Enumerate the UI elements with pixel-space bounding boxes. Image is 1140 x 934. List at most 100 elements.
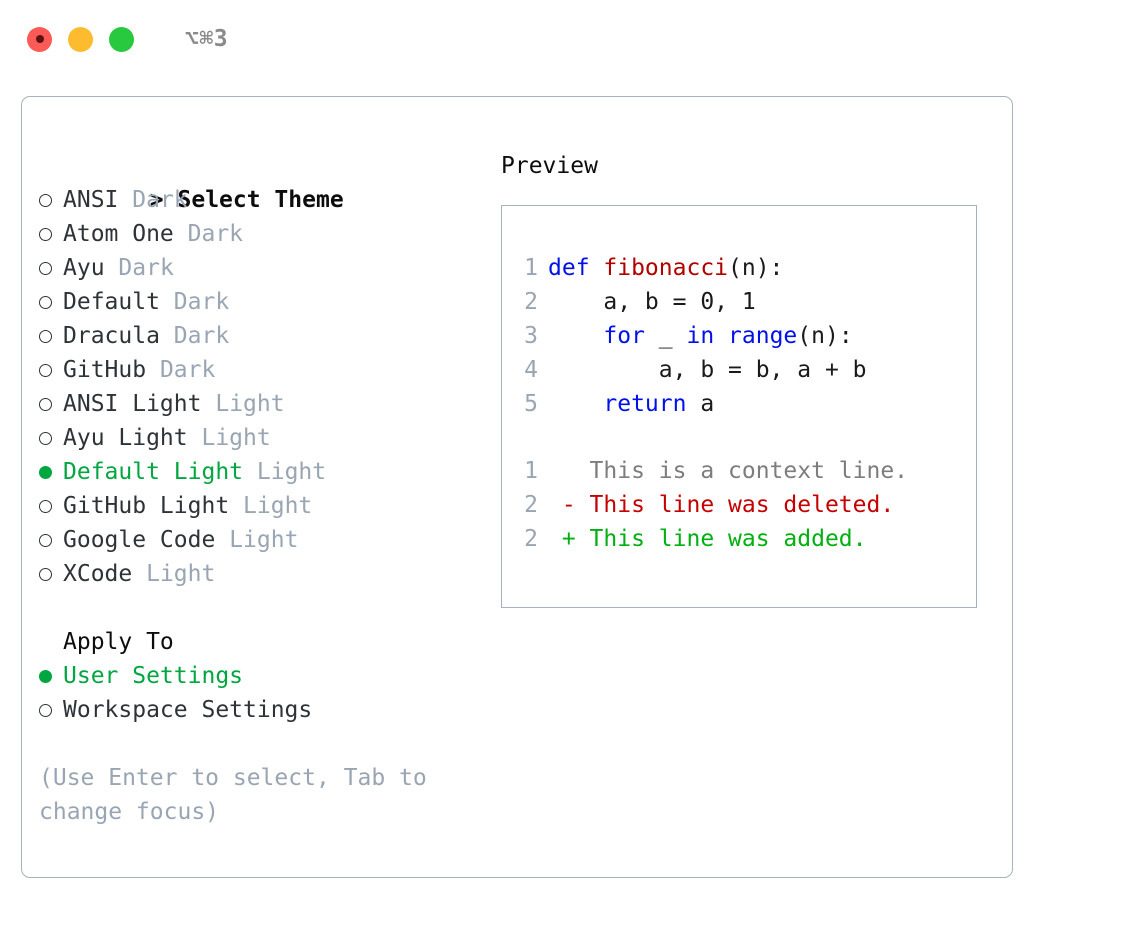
- code-token: a, b = 0, 1: [548, 289, 756, 315]
- diff-sample: 1 This is a context line.2 - This line w…: [514, 454, 970, 556]
- code-token: [548, 323, 603, 349]
- keyboard-shortcut-label: ⌥⌘3: [185, 26, 229, 52]
- line-number: 4: [524, 357, 538, 383]
- code-token: def: [548, 255, 604, 281]
- keyboard-hint-text: (Use Enter to select, Tab to change focu…: [39, 765, 427, 825]
- theme-option-label: XCode: [63, 561, 133, 587]
- line-number: 2: [524, 289, 538, 315]
- code-token: (n):: [797, 323, 853, 349]
- theme-variant-badge: Light: [243, 493, 313, 519]
- diff-line-text: - This line was deleted.: [548, 492, 895, 518]
- code-token: return: [603, 391, 687, 417]
- line-number: 2: [524, 492, 538, 518]
- radio-unselected-icon: [39, 567, 52, 581]
- line-number: 3: [524, 323, 538, 349]
- theme-variant-badge: Light: [201, 425, 271, 451]
- line-number: 2: [524, 526, 538, 552]
- preview-title: Preview: [501, 153, 598, 179]
- theme-option-xcode[interactable]: XCode Light: [39, 557, 469, 591]
- diff-line-text: + This line was added.: [548, 526, 867, 552]
- radio-unselected-icon: [39, 295, 52, 309]
- theme-option-label: GitHub: [63, 357, 147, 383]
- theme-option-github-light[interactable]: GitHub Light Light: [39, 489, 469, 523]
- theme-option-label: ANSI: [63, 187, 119, 213]
- code-token: (n):: [728, 255, 784, 281]
- apply-option-label: User Settings: [63, 663, 244, 689]
- apply-option-user-settings[interactable]: User Settings: [39, 659, 469, 693]
- apply-option-label: Workspace Settings: [63, 697, 313, 723]
- close-button[interactable]: [27, 26, 52, 52]
- theme-option-dracula[interactable]: Dracula Dark: [39, 319, 469, 353]
- apply-to-title: Apply To: [63, 629, 174, 655]
- radio-unselected-icon: [39, 397, 52, 411]
- code-token: _: [644, 323, 687, 349]
- select-theme-header: > Select Theme: [39, 149, 469, 213]
- theme-variant-badge: Dark: [159, 357, 216, 383]
- code-line: 3 for _ in range(n):: [514, 319, 970, 353]
- code-token: a: [686, 391, 715, 417]
- theme-variant-badge: Dark: [118, 255, 174, 281]
- diff-line: 2 + This line was added.: [514, 522, 970, 556]
- theme-option-ayu[interactable]: Ayu Dark: [39, 251, 469, 285]
- theme-variant-badge: Light: [229, 527, 299, 553]
- radio-selected-icon: [39, 465, 52, 479]
- theme-option-label: Atom One: [63, 221, 174, 247]
- window-titlebar: ⌥⌘3: [0, 0, 1140, 78]
- line-number: 5: [524, 391, 538, 417]
- diff-line: 1 This is a context line.: [514, 454, 970, 488]
- code-token: a, b = b, a + b: [548, 357, 867, 383]
- code-line: 5 return a: [514, 387, 970, 421]
- code-line: 2 a, b = 0, 1: [514, 285, 970, 319]
- diff-line: 2 - This line was deleted.: [514, 488, 970, 522]
- theme-variant-badge: Light: [215, 391, 285, 417]
- theme-option-ayu-light[interactable]: Ayu Light Light: [39, 421, 469, 455]
- theme-option-ansi-light[interactable]: ANSI Light Light: [39, 387, 469, 421]
- radio-selected-icon: [39, 669, 52, 683]
- theme-option-label: Default: [63, 289, 160, 315]
- radio-unselected-icon: [39, 533, 52, 547]
- theme-variant-badge: Dark: [173, 323, 230, 349]
- theme-option-atom-one[interactable]: Atom One Dark: [39, 217, 469, 251]
- code-token: for: [603, 323, 645, 349]
- theme-option-default-light[interactable]: Default Light Light: [39, 455, 469, 489]
- select-theme-title: Select Theme: [177, 187, 344, 213]
- code-token: [714, 323, 728, 349]
- apply-option-workspace-settings[interactable]: Workspace Settings: [39, 693, 469, 727]
- line-number: 1: [524, 458, 538, 484]
- theme-variant-badge: Light: [146, 561, 216, 587]
- code-token: in: [686, 323, 715, 349]
- theme-option-default[interactable]: Default Dark: [39, 285, 469, 319]
- theme-variant-badge: Dark: [173, 289, 230, 315]
- minimize-button[interactable]: [68, 26, 93, 52]
- diff-line-text: This is a context line.: [548, 458, 909, 484]
- code-token: range: [728, 323, 798, 349]
- theme-option-label: Dracula: [63, 323, 160, 349]
- window-controls: [27, 26, 134, 52]
- theme-variant-badge: Dark: [132, 187, 188, 213]
- maximize-button[interactable]: [109, 26, 134, 52]
- code-line: 4 a, b = b, a + b: [514, 353, 970, 387]
- theme-option-google-code[interactable]: Google Code Light: [39, 523, 469, 557]
- radio-unselected-icon: [39, 703, 52, 717]
- radio-unselected-icon: [39, 227, 52, 241]
- theme-option-ansi[interactable]: ANSI Dark: [39, 183, 469, 217]
- radio-unselected-icon: [39, 431, 52, 445]
- theme-option-github[interactable]: GitHub Dark: [39, 353, 469, 387]
- radio-unselected-icon: [39, 363, 52, 377]
- theme-option-label: Google Code: [63, 527, 216, 553]
- focus-caret-icon: >: [149, 187, 164, 213]
- theme-option-label: Default Light: [63, 459, 244, 485]
- radio-unselected-icon: [39, 499, 52, 513]
- theme-option-label: Ayu Light: [63, 425, 188, 451]
- theme-option-label: Ayu: [63, 255, 105, 281]
- code-token: [548, 391, 603, 417]
- code-token: fibonacci: [603, 255, 729, 281]
